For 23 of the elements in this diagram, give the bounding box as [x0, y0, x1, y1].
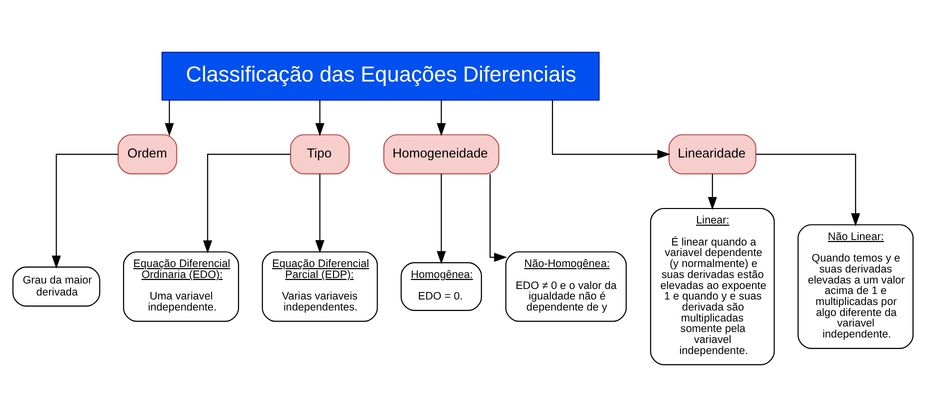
node-box: Linearidade	[668, 134, 756, 174]
arrow	[436, 173, 446, 264]
node-box: Equação Diferencial Ordinaria (EDO): Uma variavel independente.	[123, 250, 240, 322]
arrow	[708, 173, 717, 210]
node-box: Não-Homogênea: EDO ≠ 0 e o valor da igualdade não é dependente de y	[505, 250, 627, 322]
arrow	[490, 174, 508, 262]
node-box: Homogênea: EDO = 0.	[400, 262, 482, 310]
node-box: Linear: É linear quando a variavel dependente (y normalmente) e suas derivadas estão elevadas ao expoente 1 e quando y e suas derivada são multiplicadas somente pela variavel independente.	[650, 207, 775, 365]
arrow	[436, 100, 446, 136]
node-box: Ordem	[118, 134, 178, 174]
node-box: Grau da maior derivada	[12, 266, 100, 306]
arrow	[203, 153, 290, 253]
arrow	[756, 153, 860, 226]
arrow	[552, 100, 670, 158]
node-box: Classificação das Equações Diferenciais	[162, 51, 600, 100]
arrow	[164, 100, 174, 136]
node-box: Homogeneidade	[383, 134, 500, 174]
arrow	[315, 173, 324, 253]
node-box: Não Linear: Quando temos y e suas derivadas elevadas a um valor acima de 1 e multiplicadas por algo diferente da variavel independente.	[798, 224, 914, 348]
node-box: Tipo	[290, 134, 350, 174]
arrow	[52, 153, 118, 268]
arrow	[315, 100, 324, 136]
node-box: Equação Diferencial Parcial (EDP): Varias variaveis independentes.	[262, 250, 378, 322]
